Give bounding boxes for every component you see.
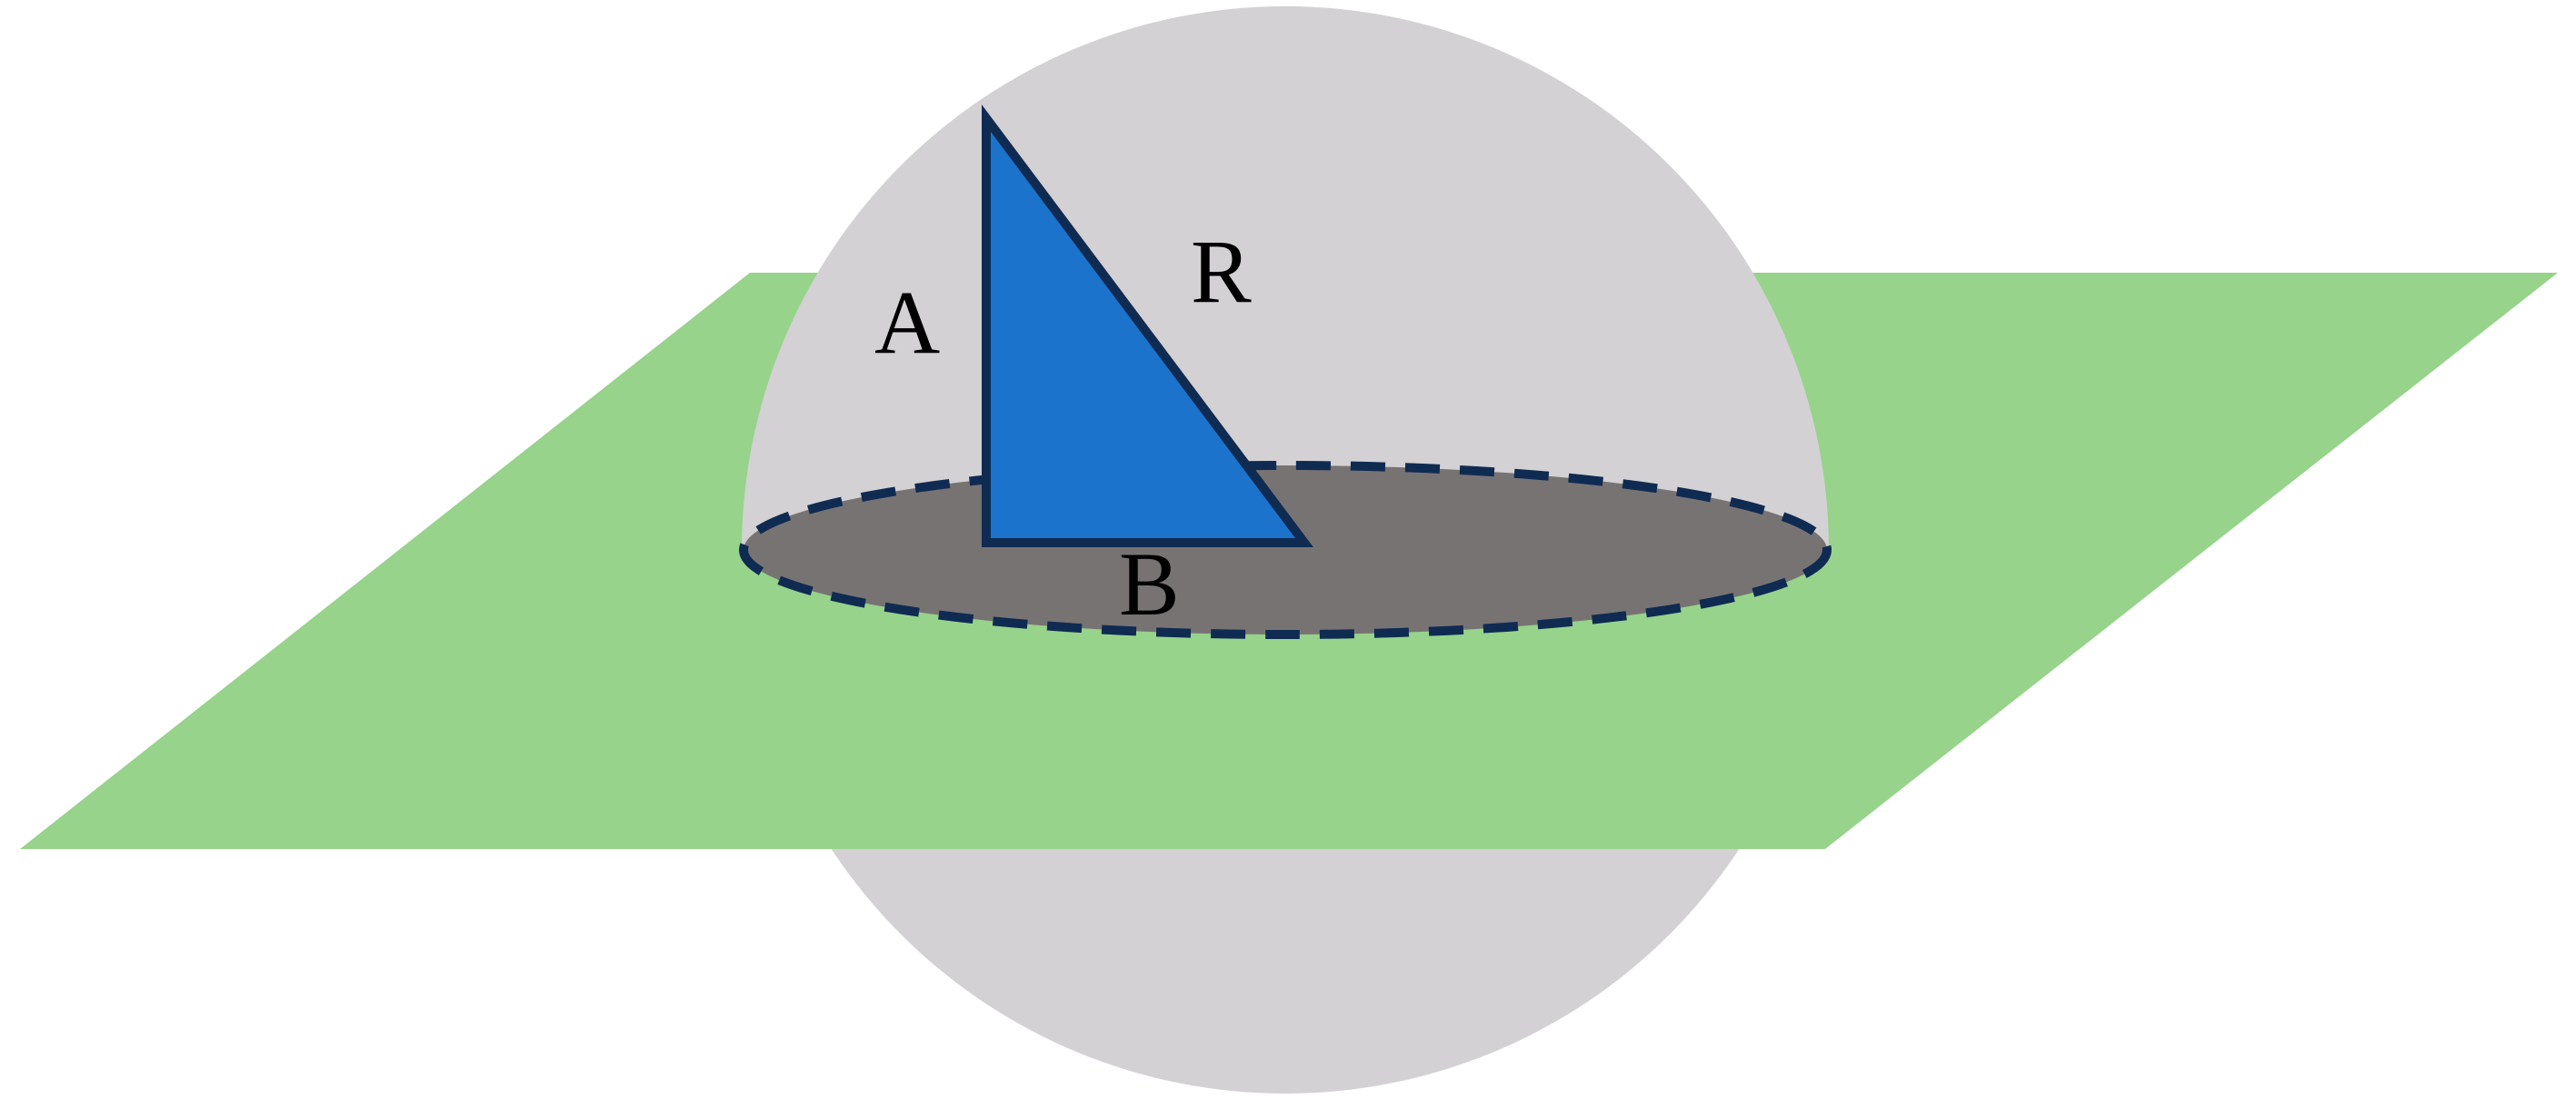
right-triangle [982, 104, 1313, 547]
label-a: A [874, 272, 940, 373]
label-b: B [1119, 534, 1180, 634]
label-r: R [1191, 221, 1252, 322]
cross-section-ellipse [739, 461, 1832, 639]
